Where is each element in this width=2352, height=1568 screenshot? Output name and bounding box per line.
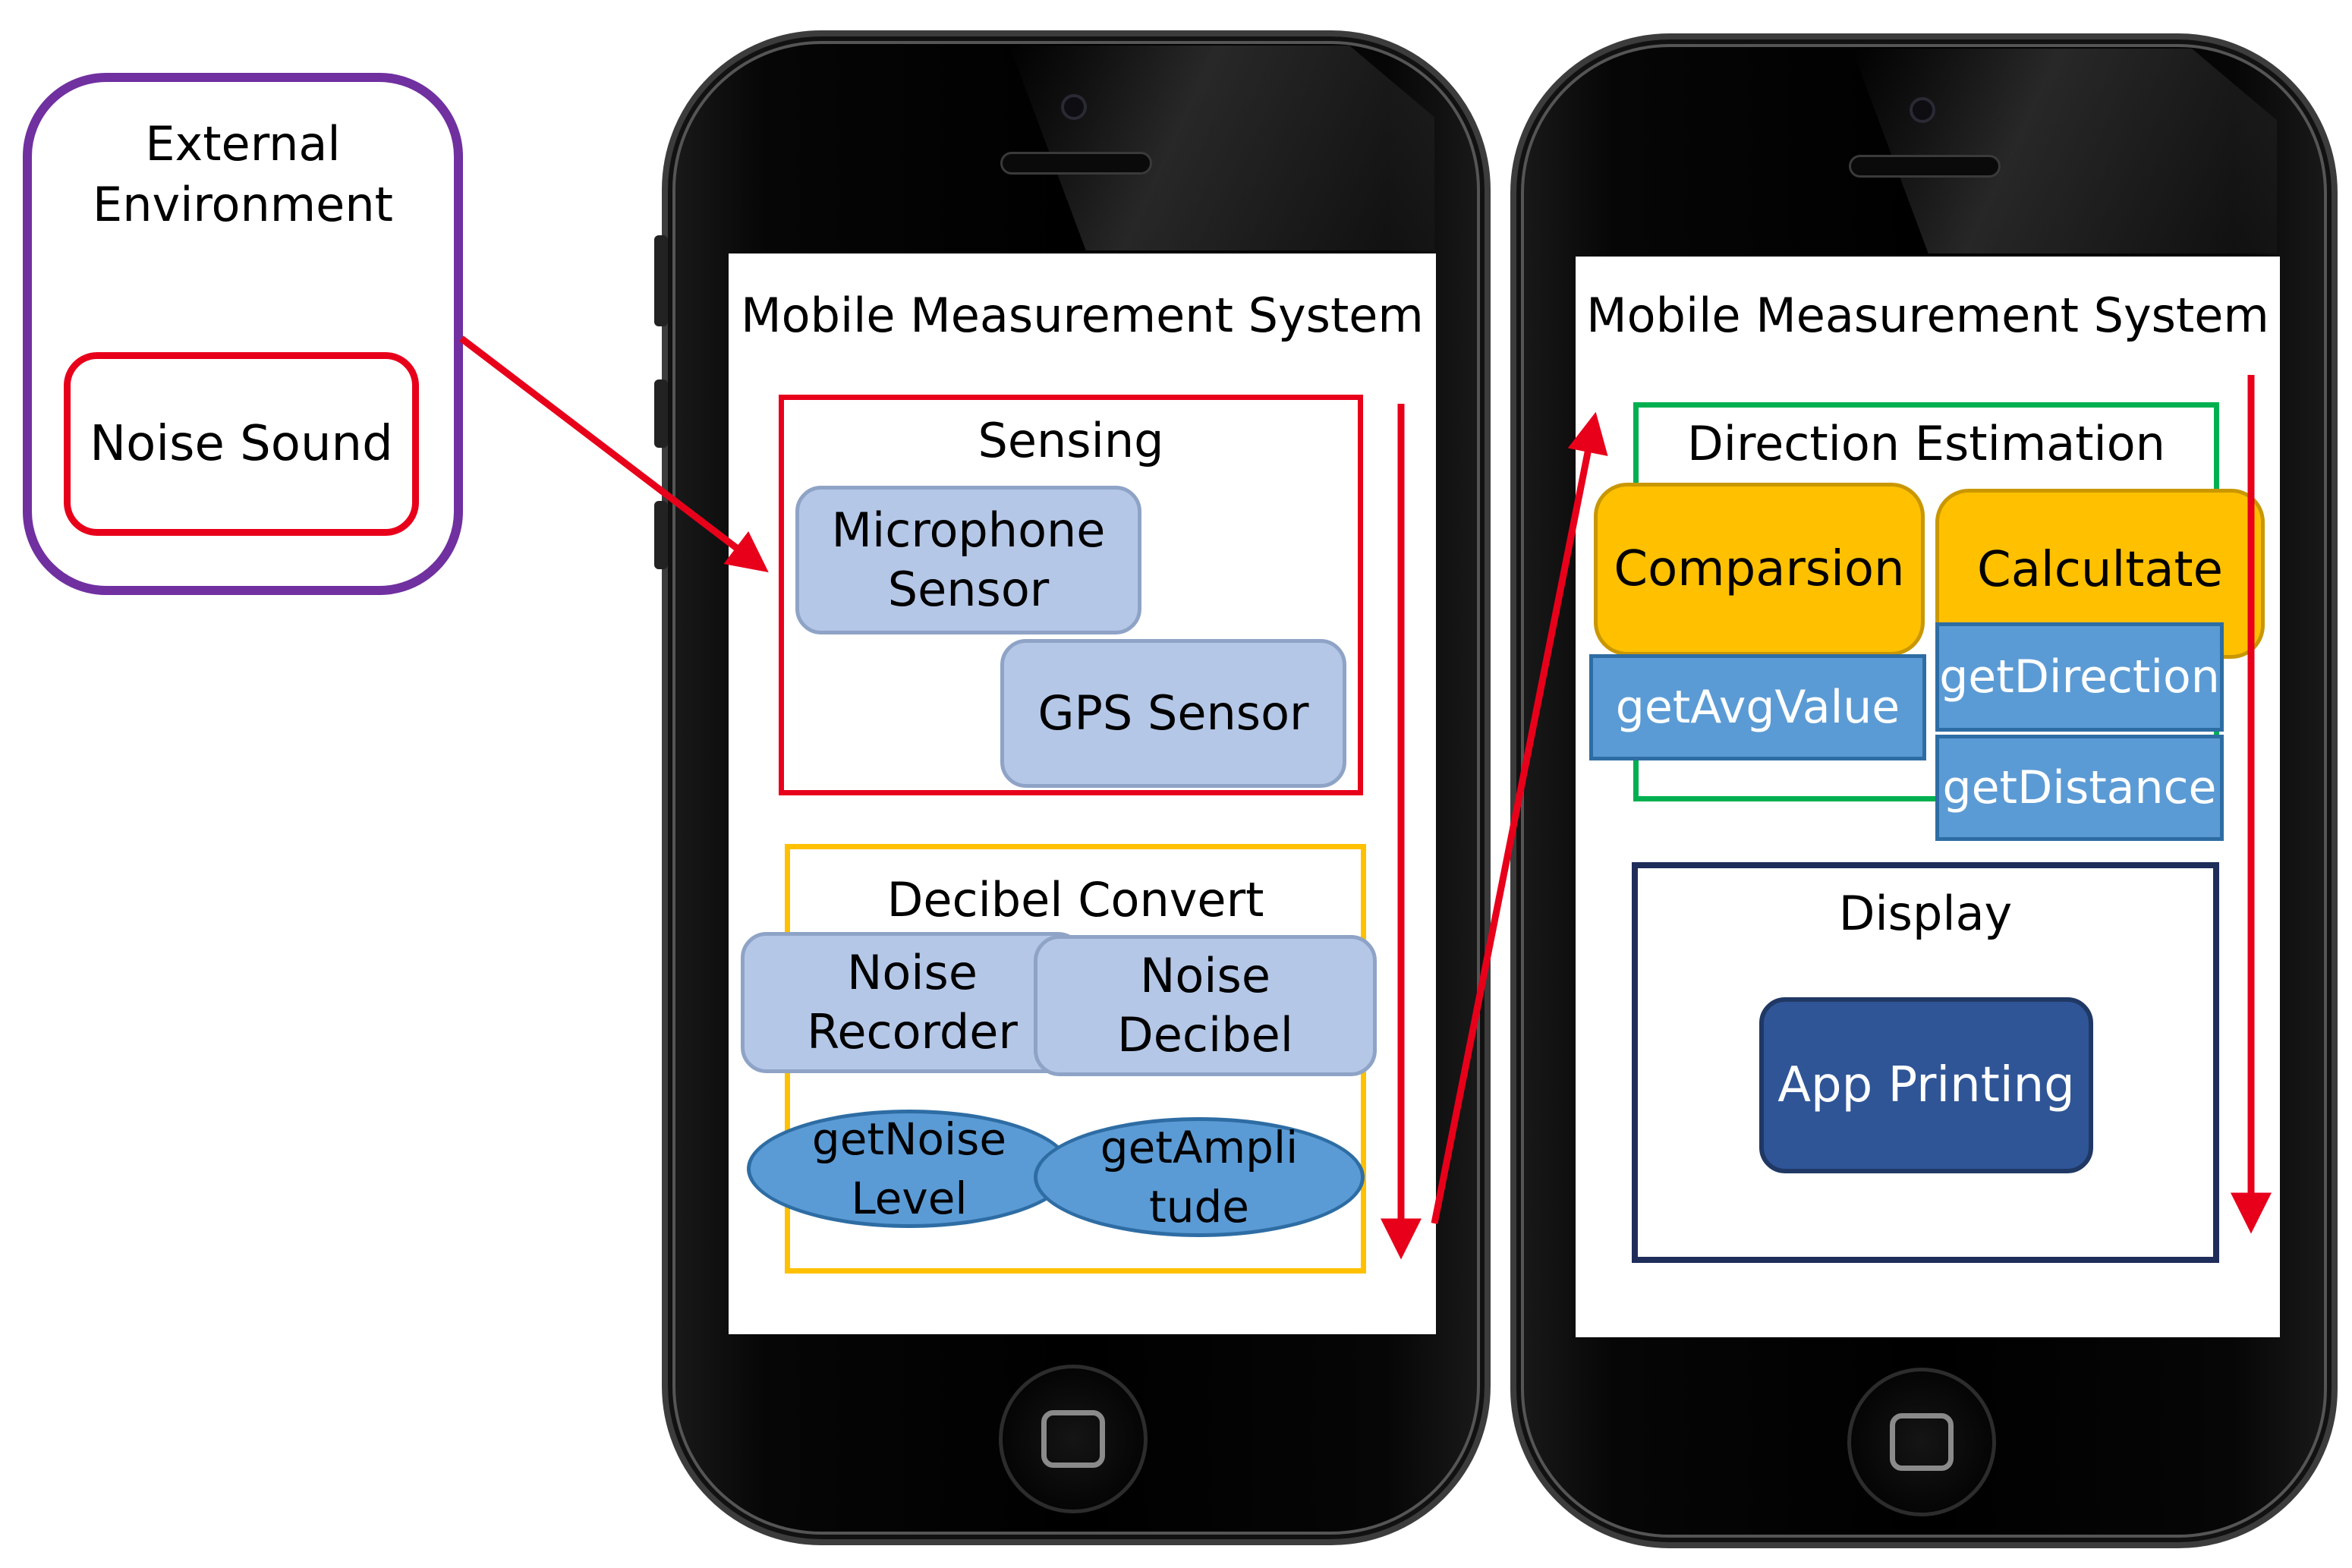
- microphone-sensor-box: Microphone Sensor: [795, 486, 1141, 634]
- right-phone-home-button: [1847, 1368, 1996, 1516]
- gps-sensor-box: GPS Sensor: [1000, 639, 1346, 788]
- getnoise-line1: getNoise: [811, 1113, 1007, 1165]
- noise-decibel-box: Noise Decibel: [1034, 935, 1377, 1076]
- display-label: Display: [1838, 885, 2013, 941]
- right-phone-speaker: [1849, 155, 2001, 178]
- microphone-line1: Microphone: [831, 502, 1106, 558]
- get-distance-label: getDistance: [1942, 761, 2217, 814]
- external-title-line1: External: [145, 116, 341, 172]
- right-system-title: Mobile Measurement System: [1586, 287, 2269, 343]
- gps-label: GPS Sensor: [1037, 685, 1309, 741]
- home-square-icon: [1041, 1410, 1105, 1468]
- noise-recorder-box: Noise Recorder: [741, 932, 1084, 1073]
- left-phone-home-button: [999, 1365, 1148, 1513]
- left-phone-volume-up: [654, 379, 668, 448]
- decibel-convert-label: Decibel Convert: [886, 871, 1264, 927]
- right-phone-glare: [1852, 49, 2277, 253]
- get-avg-label: getAvgValue: [1615, 681, 1900, 734]
- left-phone-volume-down: [654, 501, 668, 569]
- noise-sound-box: Noise Sound: [64, 352, 419, 536]
- app-printing-box: App Printing: [1759, 997, 2093, 1173]
- get-noise-level-ellipse: getNoise Level: [747, 1110, 1072, 1228]
- sensing-label: Sensing: [978, 412, 1164, 468]
- comparsion-box: Comparsion: [1594, 483, 1925, 656]
- app-printing-label: App Printing: [1777, 1057, 2075, 1113]
- external-environment-box: [23, 73, 463, 595]
- arrow-between-phones-up: [1431, 411, 1608, 1224]
- getampli-line2: tude: [1148, 1181, 1249, 1233]
- home-square-icon: [1890, 1413, 1954, 1471]
- decibel-line1: Noise: [1140, 948, 1270, 1003]
- right-phone-camera: [1910, 97, 1935, 123]
- comparsion-label: Comparsion: [1614, 541, 1905, 597]
- get-distance-box: getDistance: [1935, 735, 2224, 841]
- get-amplitude-ellipse: getAmpli tude: [1034, 1117, 1365, 1237]
- arrow-external-to-sensing: [459, 335, 769, 573]
- left-phone-side-button: [654, 235, 668, 326]
- getampli-line1: getAmpli: [1100, 1122, 1299, 1173]
- getnoise-line2: Level: [851, 1173, 968, 1224]
- left-system-title: Mobile Measurement System: [741, 287, 1424, 343]
- sensing-frame: [779, 395, 1363, 795]
- left-phone-camera: [1061, 94, 1087, 120]
- get-direction-label: getDirection: [1939, 650, 2220, 704]
- noise-sound-label: Noise Sound: [90, 416, 393, 472]
- display-frame: [1632, 862, 2219, 1263]
- get-direction-box: getDirection: [1935, 622, 2224, 732]
- calculate-label: Calcultate: [1977, 542, 2223, 598]
- recorder-line1: Noise: [847, 945, 978, 1000]
- direction-estimation-label: Direction Estimation: [1687, 415, 2165, 471]
- left-phone-speaker: [1000, 152, 1152, 175]
- recorder-line2: Recorder: [807, 1004, 1018, 1060]
- get-avg-value-box: getAvgValue: [1589, 654, 1926, 760]
- left-phone-glare: [1009, 46, 1434, 250]
- microphone-line2: Sensor: [887, 562, 1050, 617]
- decibel-line2: Decibel: [1117, 1007, 1293, 1063]
- external-environment-title: External Environment: [23, 106, 463, 243]
- external-title-line2: Environment: [93, 177, 393, 232]
